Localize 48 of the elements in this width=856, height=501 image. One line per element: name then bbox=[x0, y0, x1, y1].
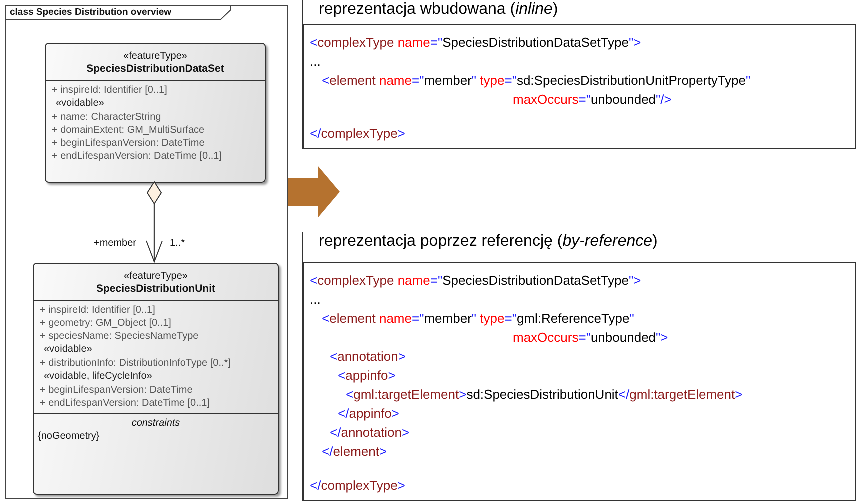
attribute-text: + beginLifespanVersion: DateTime bbox=[39, 384, 194, 397]
attribute-text: + beginLifespanVersion: DateTime bbox=[51, 137, 206, 150]
code-line: </complexType> bbox=[310, 477, 406, 495]
code-panel bbox=[302, 232, 856, 501]
code-line: ... bbox=[310, 53, 322, 71]
code-line: <complexType name="SpeciesDistributionDataSetType"> bbox=[310, 34, 642, 52]
attribute-text: + inspireId: Identifier [0..1] bbox=[39, 304, 156, 317]
class-box bbox=[45, 43, 266, 183]
code-line: </element> bbox=[321, 443, 388, 461]
attribute-text: + endLifespanVersion: DateTime [0..1] bbox=[51, 150, 224, 163]
class-name: SpeciesDistributionDataSet bbox=[86, 63, 226, 76]
multiplicity-label: 1..* bbox=[170, 238, 186, 249]
attribute-text: + distributionInfo: DistributionInfoType [0..*] bbox=[39, 357, 232, 370]
code-line: </complexType> bbox=[310, 125, 406, 143]
constraint-text: {noGeometry} bbox=[38, 430, 101, 443]
code-line: ... bbox=[310, 291, 322, 309]
stereotype-label: «voidable» bbox=[43, 343, 94, 357]
code-line: <complexType name="SpeciesDistributionDataSetType"> bbox=[310, 272, 642, 290]
aggregation-arrow bbox=[146, 182, 163, 262]
code-line: <element name="member" type="gml:ReferenceType" bbox=[321, 310, 636, 328]
code-line: <gml:targetElement>sd:SpeciesDistributionUnit</gml:targetElement> bbox=[345, 386, 744, 404]
code-line: </appinfo> bbox=[337, 405, 400, 423]
stereotype-label: «voidable» bbox=[55, 97, 106, 111]
attribute-text: + name: CharacterString bbox=[51, 111, 162, 124]
block-arrow bbox=[288, 166, 340, 218]
class-name: SpeciesDistributionUnit bbox=[95, 283, 216, 296]
code-line: maxOccurs="unbounded"> bbox=[512, 329, 670, 347]
attribute-text: + inspireId: Identifier [0..1] bbox=[51, 84, 168, 97]
stereotype-label: «featureType» bbox=[122, 50, 188, 63]
stereotype-label: «featureType» bbox=[123, 270, 189, 283]
panel-heading: reprezentacja wbudowana (inline) bbox=[319, 1, 558, 19]
code-line: <element name="member" type="sd:SpeciesDistributionUnitPropertyType" bbox=[321, 72, 752, 90]
attribute-text: + speciesName: SpeciesNameType bbox=[39, 330, 200, 343]
code-line: <appinfo> bbox=[337, 367, 397, 385]
compartment-heading: constraints bbox=[130, 417, 182, 430]
panel-heading: reprezentacja poprzez referencję (by-reference) bbox=[319, 233, 658, 251]
attribute-text: + domainExtent: GM_MultiSurface bbox=[51, 124, 206, 137]
stereotype-label: «voidable, lifeCycleInfo» bbox=[43, 370, 154, 384]
diagram-frame bbox=[5, 5, 288, 499]
class-box bbox=[33, 263, 279, 495]
attribute-text: + geometry: GM_Object [0..1] bbox=[39, 317, 172, 330]
code-line: <annotation> bbox=[329, 348, 407, 366]
attribute-text: + endLifespanVersion: DateTime [0..1] bbox=[39, 397, 212, 410]
multiplicity-label: +member bbox=[94, 238, 137, 249]
frame-title: class Species Distribution overview bbox=[10, 7, 172, 18]
code-line: </annotation> bbox=[329, 424, 411, 442]
code-panel bbox=[302, 0, 856, 149]
code-line: maxOccurs="unbounded"/> bbox=[512, 91, 673, 109]
